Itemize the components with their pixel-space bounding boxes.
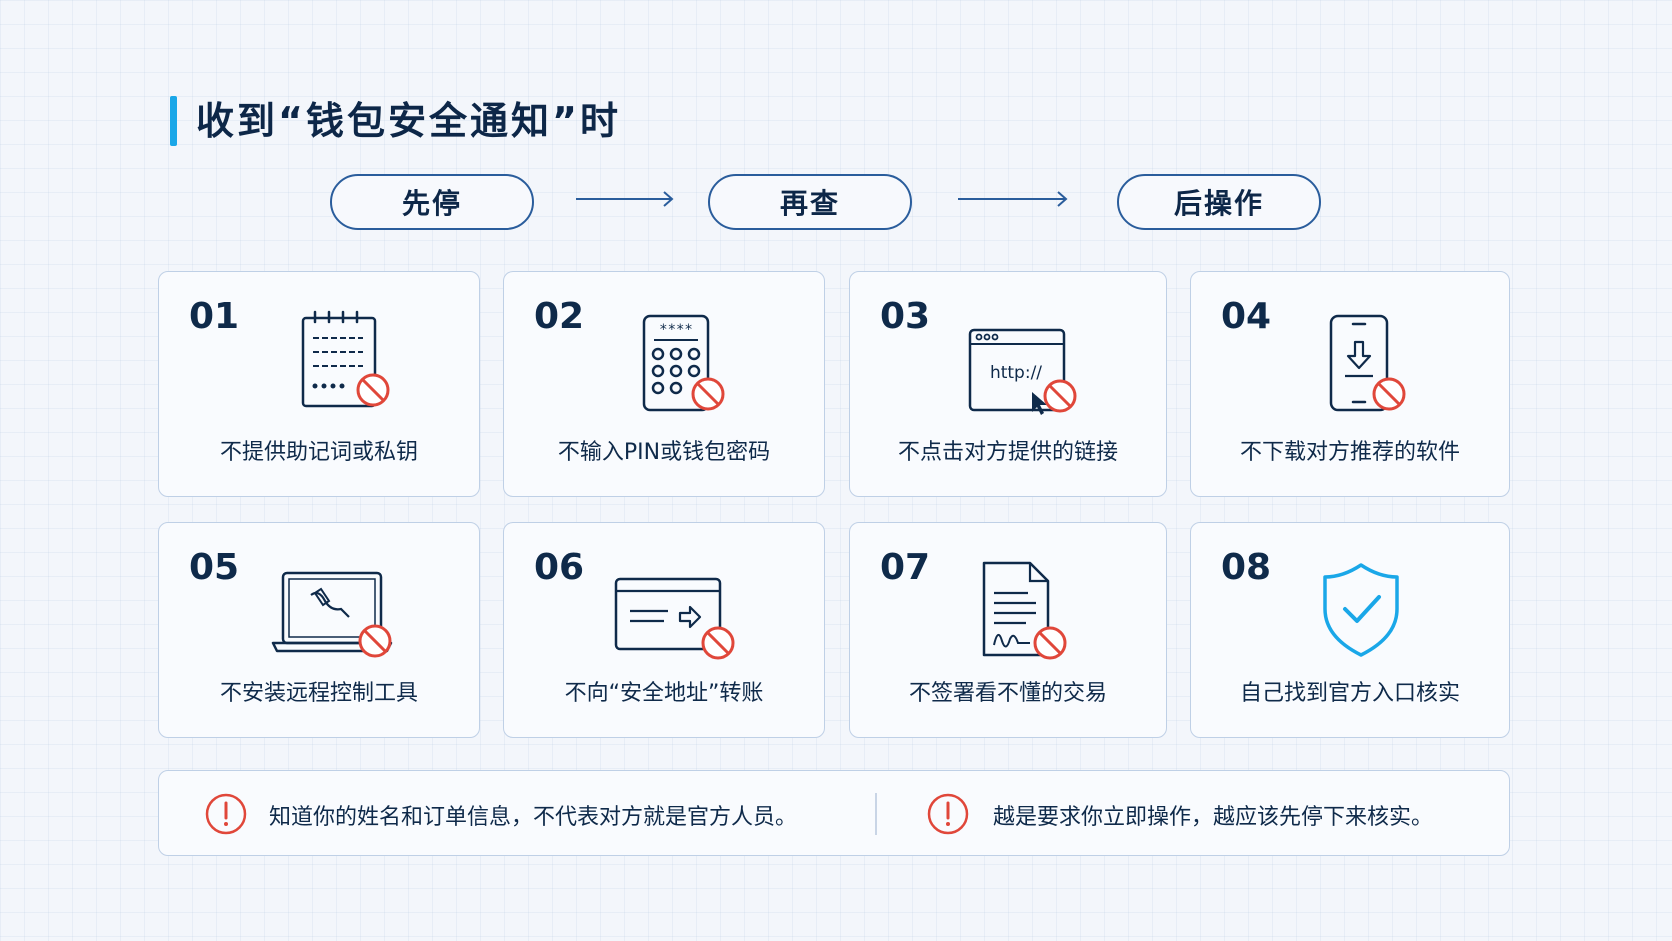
exclamation-icon xyxy=(205,793,247,835)
card-number: 04 xyxy=(1221,296,1272,337)
card-label: 不安装远程控制工具 xyxy=(219,681,418,706)
card-08: 08 自己找到官方入口核实 xyxy=(1190,522,1510,738)
svg-text:****: **** xyxy=(659,322,693,338)
checkmark-icon xyxy=(1343,595,1381,623)
prohibited-icon xyxy=(1372,377,1406,411)
card-label: 不向“安全地址”转账 xyxy=(564,681,764,706)
card-number: 05 xyxy=(189,547,240,588)
card-02: 02 **** 不输入PIN或钱包密码 xyxy=(503,271,825,497)
card-number: 07 xyxy=(880,547,931,588)
step-pill-3: 后操作 xyxy=(1117,174,1321,230)
card-number: 08 xyxy=(1221,547,1272,588)
card-01: 01 不提供助记词或私钥 xyxy=(158,271,480,497)
notepad-icon xyxy=(301,310,390,408)
page-title: 收到“钱包安全通知”时 xyxy=(196,99,621,143)
title-accent-bar xyxy=(170,96,177,146)
url-text: http:// xyxy=(990,363,1042,383)
phone-download-icon xyxy=(1329,314,1406,412)
card-transfer-icon xyxy=(614,577,735,660)
cursor-icon xyxy=(1032,392,1047,415)
prohibited-icon xyxy=(358,624,392,658)
card-label: 不输入PIN或钱包密码 xyxy=(557,440,771,465)
card-number: 02 xyxy=(534,296,585,337)
card-05: 05 不安装远程控制工具 xyxy=(158,522,480,738)
warning-text-1: 知道你的姓名和订单信息，不代表对方就是官方人员。 xyxy=(269,805,798,830)
shield-check-icon xyxy=(1323,563,1399,657)
warning-panel: 知道你的姓名和订单信息，不代表对方就是官方人员。 越是要求你立即操作，越应该先停… xyxy=(158,770,1510,856)
prohibited-icon xyxy=(701,626,735,660)
card-number: 01 xyxy=(189,296,240,337)
step-pill-2: 再查 xyxy=(708,174,912,230)
card-07: 07 不签署看不懂的交易 xyxy=(849,522,1167,738)
exclamation-icon xyxy=(927,793,969,835)
card-label: 不下载对方推荐的软件 xyxy=(1239,440,1460,465)
card-03: 03 http:// 不点击对方提供的链接 xyxy=(849,271,1167,497)
document-sign-icon xyxy=(982,561,1067,660)
card-label: 不点击对方提供的链接 xyxy=(897,440,1118,465)
card-06: 06 不向“安全地址”转账 xyxy=(503,522,825,738)
prohibited-icon xyxy=(1043,379,1077,413)
arrow-right-icon xyxy=(958,191,1068,207)
laptop-remote-icon xyxy=(271,571,393,658)
step-pill-1: 先停 xyxy=(330,174,534,230)
arrow-right-icon xyxy=(576,191,674,207)
prohibited-icon xyxy=(691,377,725,411)
card-label: 自己找到官方入口核实 xyxy=(1239,681,1460,706)
card-number: 06 xyxy=(534,547,585,588)
divider xyxy=(875,793,877,835)
browser-link-icon: http:// xyxy=(968,328,1077,415)
prohibited-icon xyxy=(1033,626,1067,660)
card-04: 04 不下载对方推荐的软件 xyxy=(1190,271,1510,497)
card-label: 不提供助记词或私钥 xyxy=(219,440,418,465)
keypad-icon: **** xyxy=(642,314,725,412)
warning-text-2: 越是要求你立即操作，越应该先停下来核实。 xyxy=(993,805,1434,830)
card-number: 03 xyxy=(880,296,931,337)
prohibited-icon xyxy=(356,373,390,407)
card-label: 不签署看不懂的交易 xyxy=(908,681,1107,706)
